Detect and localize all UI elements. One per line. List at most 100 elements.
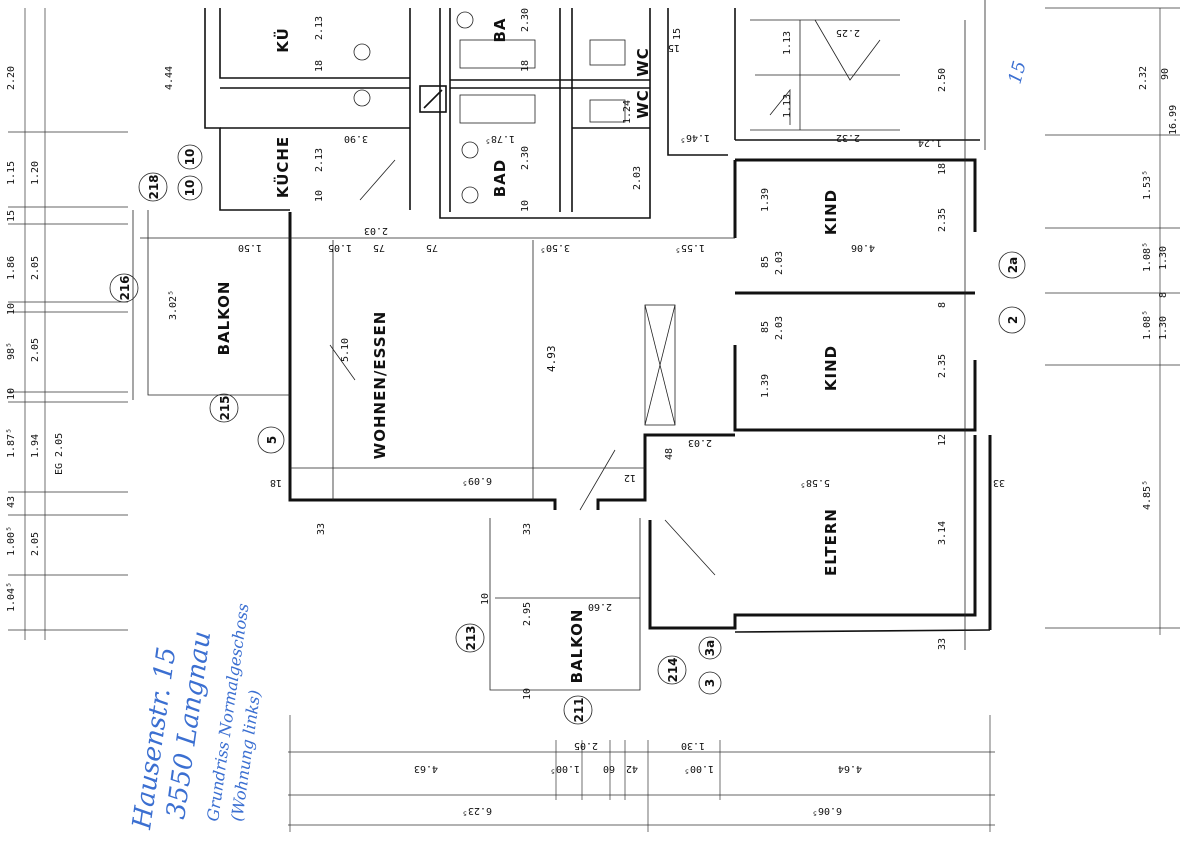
dim-label: 18	[937, 163, 948, 175]
dim-label: 1.24	[622, 100, 633, 124]
dim-label: 1.00⁵	[550, 763, 580, 774]
dim-label: 1.24	[918, 137, 942, 148]
marker-218: 218	[138, 172, 168, 202]
dim-label: 15	[672, 28, 683, 40]
left-dimension-chain: 2.20 1.15 1.20 15 1.86 2.05 10 98⁵ 2.05 …	[6, 8, 128, 640]
dim-label: 1.13	[782, 94, 793, 118]
dim-label: 12	[937, 434, 948, 446]
dim-label: 75	[426, 242, 438, 253]
svg-text:211: 211	[572, 697, 586, 722]
room-label-wc-top: WC	[634, 47, 652, 77]
dim-label: 2.30	[520, 8, 531, 32]
dim-label: 1.30	[681, 740, 705, 751]
room-label-bad: BAD	[491, 159, 509, 198]
dim-label: 1.87⁵	[6, 428, 17, 458]
dim-label: 2.05	[30, 338, 41, 362]
dim-label: 8	[937, 302, 948, 308]
dim-label: 4.64	[838, 763, 862, 774]
dim-label: 1.00⁵	[684, 763, 714, 774]
dim-label: 2.13	[314, 148, 325, 172]
marker-213: 213	[455, 623, 485, 653]
svg-text:216: 216	[118, 275, 132, 300]
dim-label: 43	[6, 496, 17, 508]
inner-dimension-labels: 4.44 2.13 18 2.13 10 3.90 2.30 18 1.78⁵ …	[164, 8, 1005, 700]
dim-label: 10	[520, 200, 531, 212]
dim-label: 1.08⁵	[1142, 242, 1153, 272]
svg-text:5: 5	[265, 436, 279, 444]
dim-label: 85	[760, 321, 771, 333]
marker-3a: 3a	[698, 636, 722, 660]
dim-label: 3.14	[937, 521, 948, 545]
room-label-wohnen-essen: WOHNEN/ESSEN	[371, 311, 389, 460]
grid-markers: 218 10 10 216 215 5 2a 2 213 211 214 3a …	[109, 144, 1026, 725]
dim-label: 2.03	[774, 251, 785, 275]
dim-label: 10	[6, 388, 17, 400]
svg-text:3: 3	[703, 679, 717, 687]
svg-text:215: 215	[218, 395, 232, 420]
dim-label: 10	[314, 190, 325, 202]
dim-label: 2.32	[1138, 66, 1149, 90]
marker-211: 211	[563, 695, 593, 725]
marker-2: 2	[998, 306, 1026, 334]
dim-label: 15	[668, 42, 680, 53]
dim-label: 6.09⁵	[462, 475, 492, 486]
dim-label: 1.86	[6, 256, 17, 280]
dim-label: 48	[664, 448, 675, 460]
dim-label: 85	[760, 256, 771, 268]
dim-label: 2.03	[688, 437, 712, 448]
fixtures	[353, 11, 626, 204]
dim-label: 1.55⁵	[675, 242, 705, 253]
dim-label: 3.90	[344, 133, 368, 144]
svg-text:10: 10	[183, 180, 197, 197]
room-labels: KÜ KÜCHE BA BAD WC WC KIND KIND BALKON W…	[215, 17, 840, 683]
dim-label: 8	[1158, 292, 1169, 298]
dim-label: 2.25	[836, 27, 860, 38]
svg-text:213: 213	[464, 625, 478, 650]
right-dimension-chain: 2.32 90 16.99 1.53⁵ 1.08⁵ 1.30 8 1.08⁵ 1…	[1045, 7, 1180, 635]
dim-label: 6.06⁵	[812, 805, 842, 816]
dim-label: EG 2.05	[54, 433, 65, 475]
dim-label: 1.15	[6, 161, 17, 185]
dim-label: 60	[603, 763, 615, 774]
dim-label: 10	[6, 303, 17, 315]
dim-label: 1.50	[238, 242, 262, 253]
dim-label: 1.13	[782, 31, 793, 55]
marker-216: 216	[109, 273, 139, 303]
dim-label: 2.60	[588, 601, 612, 612]
corner-note: 15	[1005, 59, 1031, 87]
dim-label: 98⁵	[6, 342, 17, 360]
dim-label: 5.58⁵	[800, 477, 830, 488]
dim-label: 33	[522, 523, 533, 535]
dim-label: 15	[6, 210, 17, 222]
dim-label: 2.95	[522, 602, 533, 626]
dim-label: 1.39	[760, 188, 771, 212]
room-label-kind-1: KIND	[822, 189, 840, 235]
marker-2a: 2a	[998, 251, 1026, 279]
room-label-balkon-left: BALKON	[215, 281, 233, 356]
dim-label: 4.85⁵	[1142, 480, 1153, 510]
dim-label: 18	[270, 477, 282, 488]
svg-text:2a: 2a	[1006, 257, 1020, 273]
bottom-dimension-chain: 4.63 1.00⁵ 2.05 60 42 1.00⁵ 1.30 4.64 6.…	[288, 715, 995, 832]
dim-label: 2.05	[30, 532, 41, 556]
room-label-wc: WC	[634, 89, 652, 119]
marker-214: 214	[657, 655, 687, 685]
dim-label: 2.13	[314, 16, 325, 40]
room-label-balkon-bottom: BALKON	[568, 609, 586, 684]
dim-label: 1.20	[30, 161, 41, 185]
dim-label: 16.99	[1168, 105, 1179, 135]
dim-label: 75	[373, 242, 385, 253]
room-label-bad-top: BA	[491, 17, 509, 42]
room-label-kueche: KÜCHE	[273, 136, 292, 198]
dim-label: 1.00⁵	[6, 526, 17, 556]
dim-label: 18	[314, 60, 325, 72]
dim-label: 5.10	[340, 338, 351, 362]
dim-label: 4.93	[545, 346, 558, 373]
svg-text:2: 2	[1006, 316, 1020, 324]
dim-label: 1.46⁵	[680, 132, 710, 143]
dim-label: 2.50	[937, 68, 948, 92]
dim-label: 2.35	[937, 208, 948, 232]
dim-label: 1.30	[1158, 316, 1169, 340]
dim-label: 3.50⁵	[540, 242, 570, 253]
marker-10: 10	[177, 144, 203, 170]
